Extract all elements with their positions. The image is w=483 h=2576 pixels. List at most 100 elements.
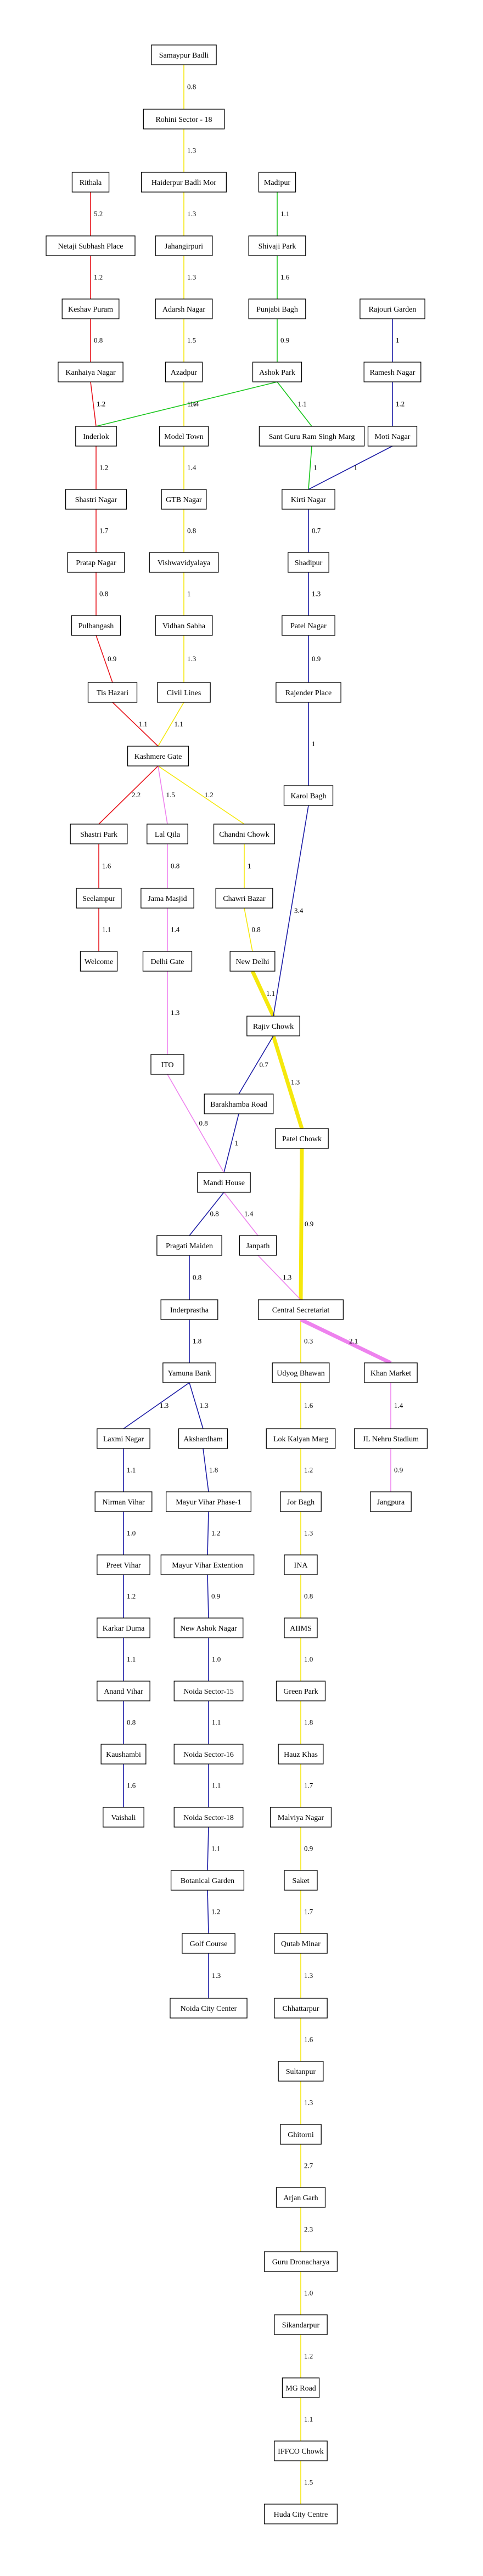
station-box [155, 235, 213, 256]
station-label: INA [294, 1562, 308, 1570]
station-label: JL Nehru Stadium [363, 1435, 419, 1444]
route-distance-label: 1.6 [304, 1401, 313, 1410]
station-box [288, 552, 329, 573]
route-distance-label: 0.8 [193, 1273, 201, 1282]
station-label: Model Town [164, 433, 203, 441]
station-label: Jor Bagh [287, 1498, 314, 1507]
station-box [127, 746, 189, 766]
station-box [151, 44, 217, 65]
station-node-kanhaiya: Kanhaiya Nagar [58, 362, 123, 382]
station-label: Lal Qila [155, 831, 181, 839]
station-label: Sultanpur [286, 2068, 316, 2076]
station-box [178, 1428, 228, 1449]
station-node-jamamasjid: Jama Masjid [141, 888, 194, 909]
station-box [97, 1617, 150, 1638]
route-edge-mvp1-mvext [207, 1511, 209, 1555]
station-node-haiderpur: Haiderpur Badli Mor [141, 172, 227, 193]
station-node-anand: Anand Vihar [97, 1681, 150, 1701]
station-node-vaishali: Vaishali [103, 1807, 144, 1828]
station-label: Noida City Center [181, 2005, 237, 2013]
station-node-modeltown: Model Town [159, 426, 209, 447]
route-distance-label: 1.3 [312, 590, 321, 598]
station-label: Shivaji Park [259, 243, 296, 251]
station-node-malviya: Malviya Nagar [269, 1807, 332, 1828]
station-label: Vaishali [111, 1814, 136, 1822]
station-node-shivaji: Shivaji Park [248, 235, 306, 256]
route-distance-label: 0.8 [210, 1210, 219, 1218]
station-node-aiims: AIIMS [284, 1617, 318, 1638]
station-box [170, 1998, 248, 2019]
station-node-khan: Khan Market [364, 1362, 418, 1383]
route-distance-label: 1.1 [212, 1718, 221, 1727]
station-box [165, 1491, 251, 1512]
route-edge-janpath-central [257, 1255, 301, 1300]
route-distance-label: 1.1 [139, 720, 148, 728]
station-node-shastrinagar: Shastri Nagar [65, 489, 127, 510]
station-box [284, 1870, 318, 1891]
station-node-sikanderpur: Sikandarpur [274, 2314, 328, 2335]
route-distance-label: 1.3 [304, 1971, 313, 1980]
station-box [283, 785, 334, 806]
route-distance-label: 1.2 [127, 1592, 136, 1600]
route-distance-label: 1.1 [304, 2415, 313, 2423]
station-box [213, 824, 276, 844]
station-node-golf: Golf Course [182, 1933, 235, 1954]
station-box [280, 2124, 322, 2145]
route-distance-label: 1 [313, 464, 317, 472]
station-box [161, 489, 207, 510]
station-label: Rithala [80, 179, 102, 187]
route-distance-label: 1.6 [102, 862, 111, 870]
route-distance-label: 2.7 [304, 2162, 313, 2170]
station-box [197, 1172, 251, 1193]
station-node-sultanpur: Sultanpur [278, 2061, 324, 2082]
station-box [282, 2377, 320, 2398]
route-edge-mandi-janpath [223, 1192, 259, 1236]
route-distance-label: 1.3 [283, 1273, 291, 1282]
route-distance-label: 2.2 [132, 791, 141, 799]
station-box [143, 109, 225, 129]
station-label: Sant Guru Ram Singh Marg [269, 433, 355, 441]
route-distance-label: 1.2 [97, 400, 105, 408]
station-label: Pulbangash [78, 622, 114, 630]
station-label: Karkar Duma [103, 1625, 145, 1633]
station-node-lokkalyan: Lok Kalyan Marg [266, 1428, 336, 1449]
station-label: Jama Masjid [148, 895, 187, 903]
route-distance-label: 1 [187, 590, 191, 598]
station-label: Vidhan Sabha [162, 622, 206, 630]
station-label: Noida Sector-18 [183, 1814, 234, 1822]
route-distance-label: 1.4 [394, 1401, 403, 1410]
station-label: Shadipur [295, 559, 323, 567]
route-distance-label: 0.8 [199, 1119, 208, 1128]
route-distance-label: 1.4 [171, 926, 180, 934]
station-node-ashok: Ashok Park [252, 362, 302, 382]
station-node-barakhamba: Barakhamba Road [204, 1093, 274, 1114]
station-label: Mandi House [203, 1179, 245, 1187]
station-node-seelampur: Seelampur [76, 888, 122, 909]
route-distance-label: 1.8 [209, 1466, 218, 1474]
station-box [275, 1128, 329, 1149]
station-node-punjabi: Punjabi Bagh [248, 298, 306, 319]
station-box [142, 951, 193, 972]
station-node-mvext: Mayur Vihar Extention [160, 1554, 255, 1575]
station-label: Kanhaiya Nagar [65, 369, 116, 377]
station-label: Botanical Garden [181, 1877, 234, 1885]
route-edge-newdelhi-rajiv [250, 970, 276, 1017]
station-node-preet: Preet Vihar [97, 1554, 150, 1575]
route-edge-moti-kirti [308, 446, 393, 490]
station-node-yamuna: Yamuna Bank [162, 1362, 216, 1383]
route-distance-label: 0.9 [305, 1220, 313, 1228]
station-label: Preet Vihar [106, 1562, 141, 1570]
route-distance-label: 1.3 [187, 273, 196, 281]
station-box [182, 1933, 235, 1954]
station-box [274, 1998, 328, 2019]
route-edges [90, 65, 393, 2504]
route-distance-label: 1.5 [187, 336, 196, 345]
station-box [76, 888, 122, 909]
station-box [147, 824, 188, 844]
station-node-botanical: Botanical Garden [170, 1870, 245, 1891]
station-node-huda: Huda City Centre [263, 2504, 338, 2524]
station-label: Central Secretariat [272, 1306, 330, 1315]
station-node-gtb: GTB Nagar [161, 489, 207, 510]
